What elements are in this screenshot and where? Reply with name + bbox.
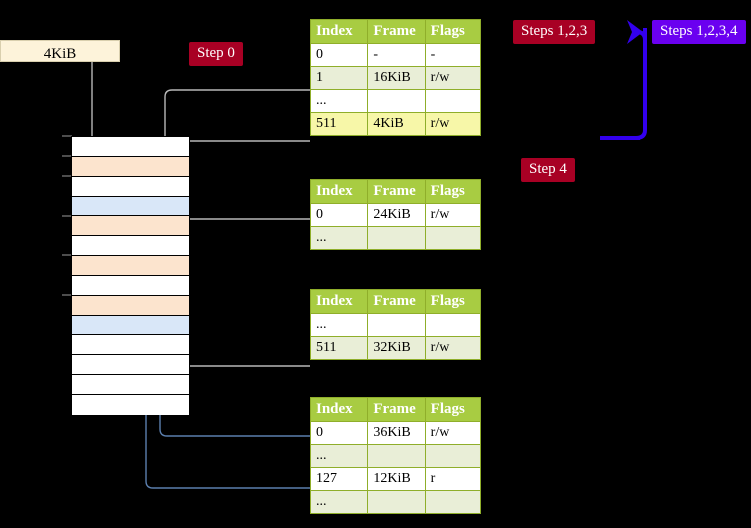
- table-cell: ...: [309, 490, 369, 514]
- memory-frame-row: [72, 394, 189, 415]
- column-header-flags: Flags: [424, 397, 482, 422]
- memory-frame-row: [72, 176, 189, 197]
- table-cell: r/w: [424, 112, 482, 136]
- table-cell: 0: [309, 421, 369, 445]
- table-cell: [367, 313, 426, 337]
- table-cell: 511: [309, 336, 369, 360]
- column-header-frame: Frame: [367, 289, 426, 314]
- table-row: ...: [309, 444, 482, 468]
- memory-frame-row: [72, 355, 189, 376]
- table-cell: [367, 444, 426, 468]
- table-cell: 24KiB: [367, 203, 426, 227]
- memory-frame-row: [72, 216, 189, 237]
- table-cell: 127: [309, 467, 369, 491]
- table-cell: [424, 313, 482, 337]
- column-header-index: Index: [309, 289, 369, 314]
- table-cell: ...: [309, 444, 369, 468]
- table-row: ...: [309, 226, 482, 250]
- column-header-flags: Flags: [424, 179, 482, 204]
- table-cell: r/w: [424, 421, 482, 445]
- memory-frame-row: [72, 315, 189, 336]
- table-cell: -: [424, 43, 482, 67]
- violet-steps-bracket-arrow: [600, 20, 647, 140]
- arrow-pdpt-to-mem: [172, 218, 310, 262]
- table-cell: 0: [309, 203, 369, 227]
- table-cell: ...: [309, 89, 369, 113]
- table-cell: [424, 444, 482, 468]
- memory-frame-row: [72, 156, 189, 177]
- column-header-frame: Frame: [367, 179, 426, 204]
- table-cell: r: [424, 467, 482, 491]
- memory-frame-row: [72, 295, 189, 316]
- column-header-index: Index: [309, 179, 369, 204]
- table-row: ...: [309, 313, 482, 337]
- physical-memory-column: [71, 136, 190, 415]
- column-header-frame: Frame: [367, 19, 426, 44]
- table-cell: ...: [309, 226, 369, 250]
- table-cell: r/w: [424, 336, 482, 360]
- table-cell: [367, 89, 426, 113]
- table-cell: 36KiB: [367, 421, 426, 445]
- table-cell: [424, 490, 482, 514]
- table-cell: -: [367, 43, 426, 67]
- table-cell: 16KiB: [367, 66, 426, 90]
- memory-frame-row: [72, 275, 189, 296]
- column-header-index: Index: [309, 19, 369, 44]
- table-cell: 12KiB: [367, 467, 426, 491]
- table-cell: 511: [309, 112, 369, 136]
- table-cell: [424, 89, 482, 113]
- table-cell: [424, 226, 482, 250]
- memory-frame-row: [72, 256, 189, 276]
- badge-steps-1234: Steps 1,2,3,4: [652, 20, 746, 44]
- memory-frame-row: [72, 196, 189, 217]
- table-row: ...: [309, 490, 482, 514]
- table-row: ...: [309, 89, 482, 113]
- column-header-index: Index: [309, 397, 369, 422]
- table-cell: 1: [309, 66, 369, 90]
- table-cell: r/w: [424, 66, 482, 90]
- column-header-flags: Flags: [424, 19, 482, 44]
- badge-step-0: Step 0: [189, 42, 243, 66]
- memory-frame-row: [72, 375, 189, 395]
- badge-steps-123: Steps 1,2,3: [513, 20, 596, 44]
- table-cell: [367, 226, 426, 250]
- column-header-frame: Frame: [367, 397, 426, 422]
- table-cell: [367, 490, 426, 514]
- table-cell: 32KiB: [367, 336, 426, 360]
- badge-step-4: Step 4: [521, 158, 575, 182]
- column-header-flags: Flags: [424, 289, 482, 314]
- table-cell: 0: [309, 43, 369, 67]
- memory-frame-row: [72, 335, 189, 356]
- table-cell: r/w: [424, 203, 482, 227]
- memory-frame-row: [72, 236, 189, 257]
- table-cell: ...: [309, 313, 369, 337]
- table-row: 0--: [309, 43, 482, 67]
- table-cell: 4KiB: [367, 112, 426, 136]
- arrow-pd-to-mem: [167, 302, 310, 367]
- memory-frame-row: [72, 137, 189, 157]
- frame-size-box: 4KiB: [0, 40, 120, 62]
